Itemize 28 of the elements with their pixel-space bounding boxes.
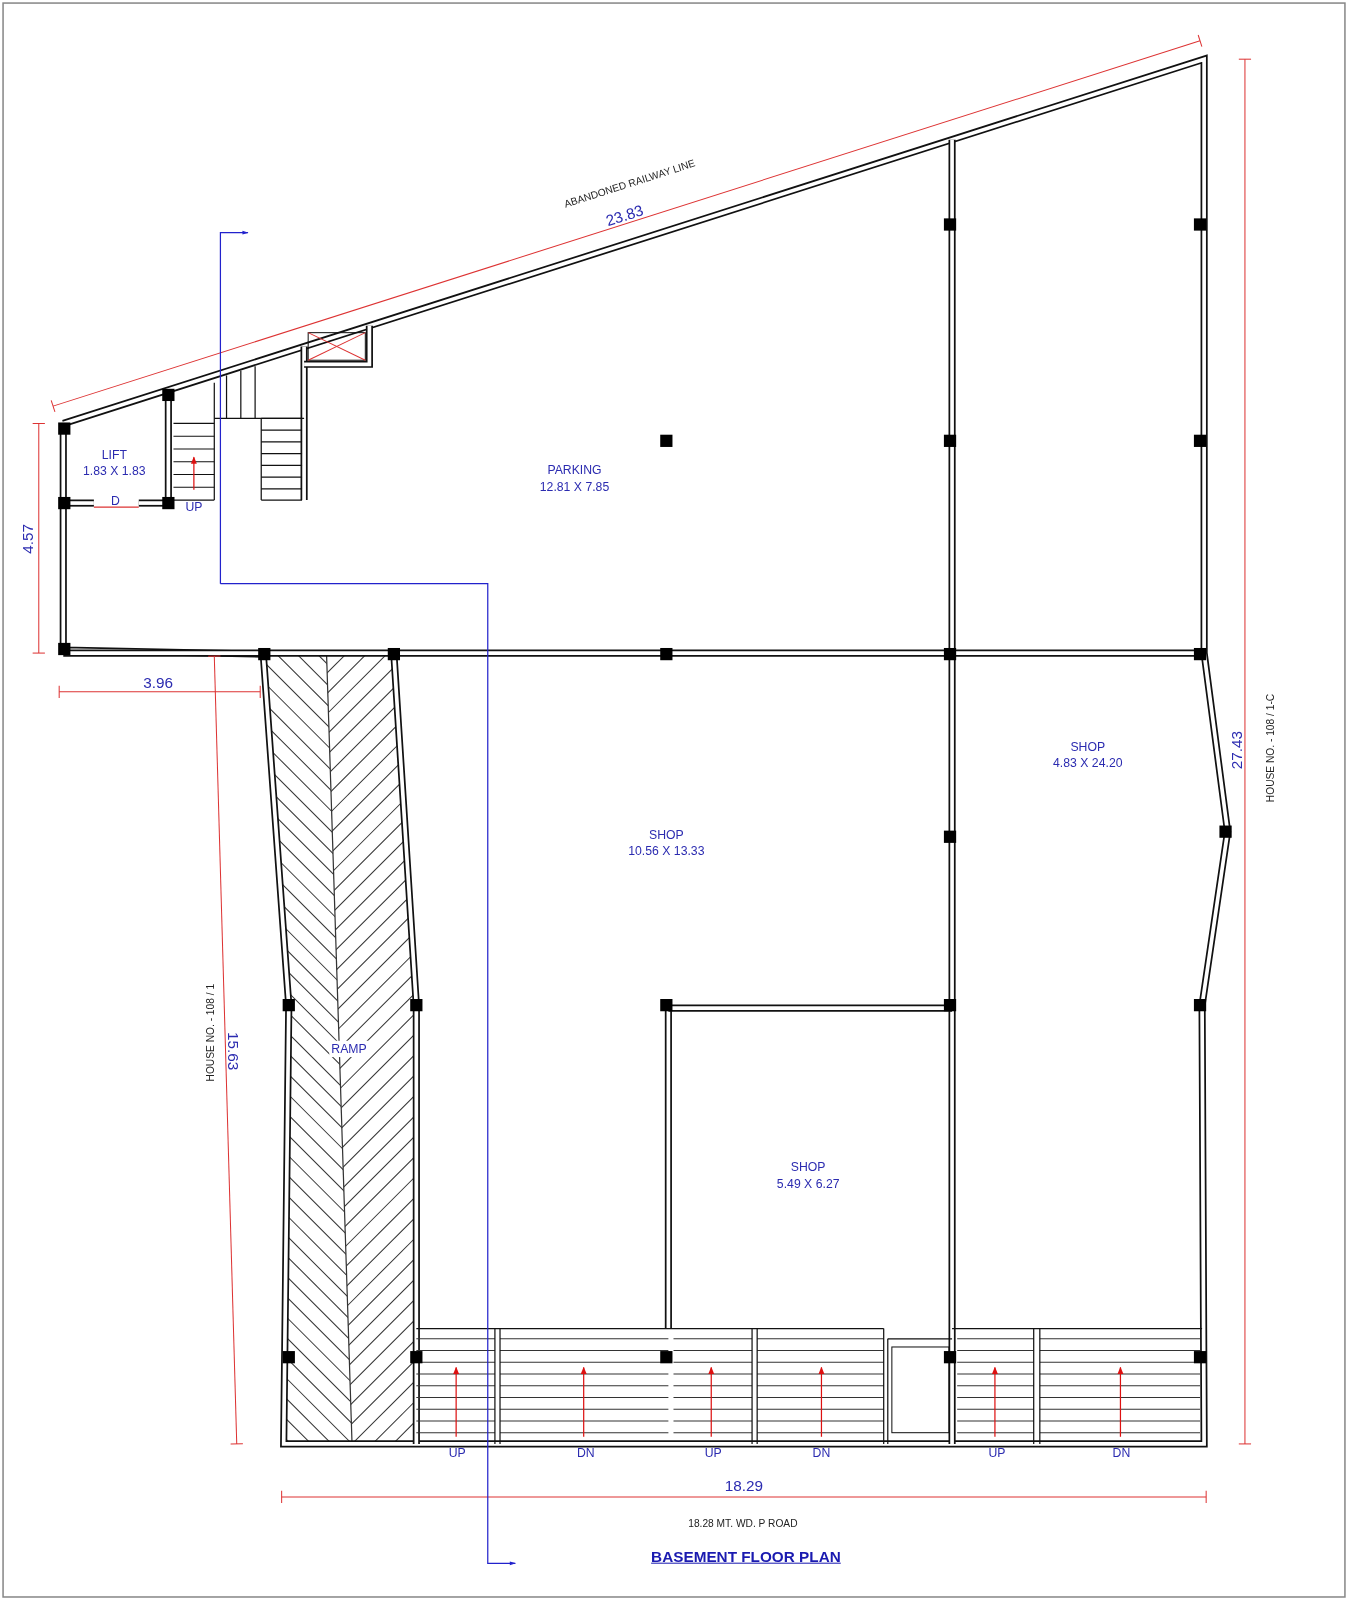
stair-direction-label: UP [704, 1447, 722, 1462]
room-dimensions: 12.81 X 7.85 [539, 478, 610, 496]
dimension-text: 18.29 [724, 1476, 764, 1495]
plan-title: BASEMENT FLOOR PLAN [651, 1547, 841, 1565]
room-dimensions: 1.83 X 1.83 [82, 463, 146, 480]
road-label: 18.28 MT. WD. P ROAD [688, 1517, 798, 1530]
stair-direction-label: DN [812, 1447, 831, 1462]
room-name: SHOP [789, 1159, 827, 1176]
stair-direction-label: DN [1112, 1447, 1131, 1462]
dimension-text: 27.43 [1227, 730, 1246, 770]
stair-direction-label: DN [576, 1447, 595, 1462]
neighbour-label: HOUSE NO. - 108 / 1 [204, 983, 217, 1082]
room-name: SHOP [648, 826, 685, 843]
room-name: PARKING [546, 462, 603, 479]
stair-direction-label: UP [185, 501, 203, 516]
door-label: D [110, 495, 120, 510]
room-name: RAMP [329, 1040, 369, 1058]
room-dimensions: 5.49 X 6.27 [776, 1175, 840, 1193]
room-dimensions: 10.56 X 13.33 [628, 842, 705, 860]
dimension-text: 4.57 [18, 523, 37, 554]
dimension-text: 15.63 [224, 1031, 243, 1071]
stair-direction-label: UP [448, 1447, 466, 1462]
neighbour-label: HOUSE NO. - 108 / 1-C [1264, 693, 1277, 803]
room-dimensions: 4.83 X 24.20 [1053, 755, 1123, 772]
room-name: LIFT [100, 446, 128, 464]
room-name: SHOP [1069, 738, 1107, 756]
stair-direction-label: UP [988, 1447, 1006, 1462]
dimension-text: 3.96 [143, 673, 174, 692]
